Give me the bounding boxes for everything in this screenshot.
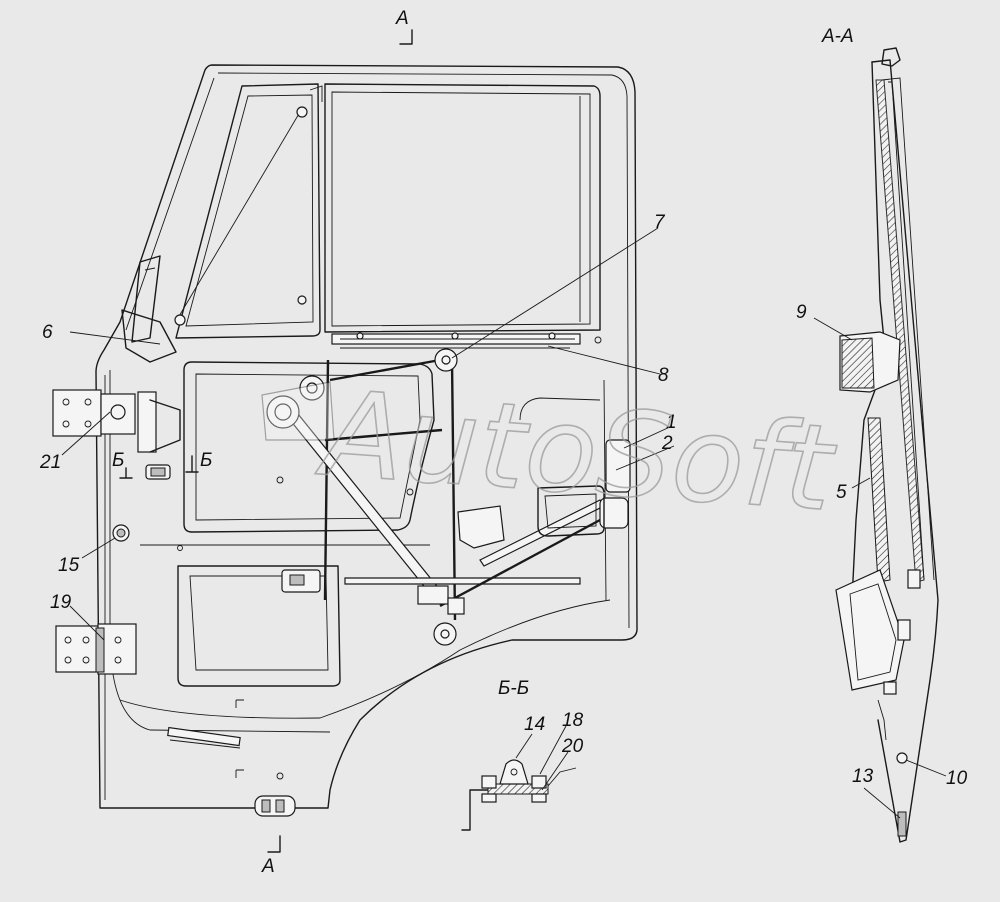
callout-7: 7 [654,212,666,233]
callout-14: 14 [524,714,545,735]
section-a-top-label: A [395,8,409,29]
callout-15: 15 [58,555,80,576]
section-bb-view: Б-Б 14 18 20 [461,678,584,831]
section-aa-view: A-A 9 5 10 13 [796,26,968,843]
door-main-view: A A Б Б 6 21 15 19 7 8 1 2 [39,8,677,877]
door-pocket [177,565,341,687]
callout-13: 13 [852,766,874,787]
autosoft-watermark: AutoSoft [312,364,840,538]
callout-8: 8 [658,365,669,386]
section-bb-title: Б-Б [498,678,529,699]
callout-18: 18 [562,710,584,731]
callout-21: 21 [39,452,61,473]
section-aa-title: A-A [821,26,854,47]
callout-5: 5 [836,482,847,503]
callout-10: 10 [946,768,968,789]
callout-6: 6 [42,322,53,343]
section-b-right-label: Б [200,450,212,471]
window-frame [175,83,321,339]
callout-2: 2 [661,433,673,454]
callout-9: 9 [796,302,807,323]
section-b-left-label: Б [112,450,124,471]
lower-hinge [55,623,137,675]
callout-1: 1 [666,412,677,433]
door-outer-contour [95,64,638,809]
section-a-bottom-label: A [261,856,275,877]
inner-panel-cutout [183,361,435,533]
callout-20: 20 [561,736,584,757]
window-regulator [261,348,631,646]
callout-19: 19 [50,592,72,613]
upper-hinge [52,389,181,453]
